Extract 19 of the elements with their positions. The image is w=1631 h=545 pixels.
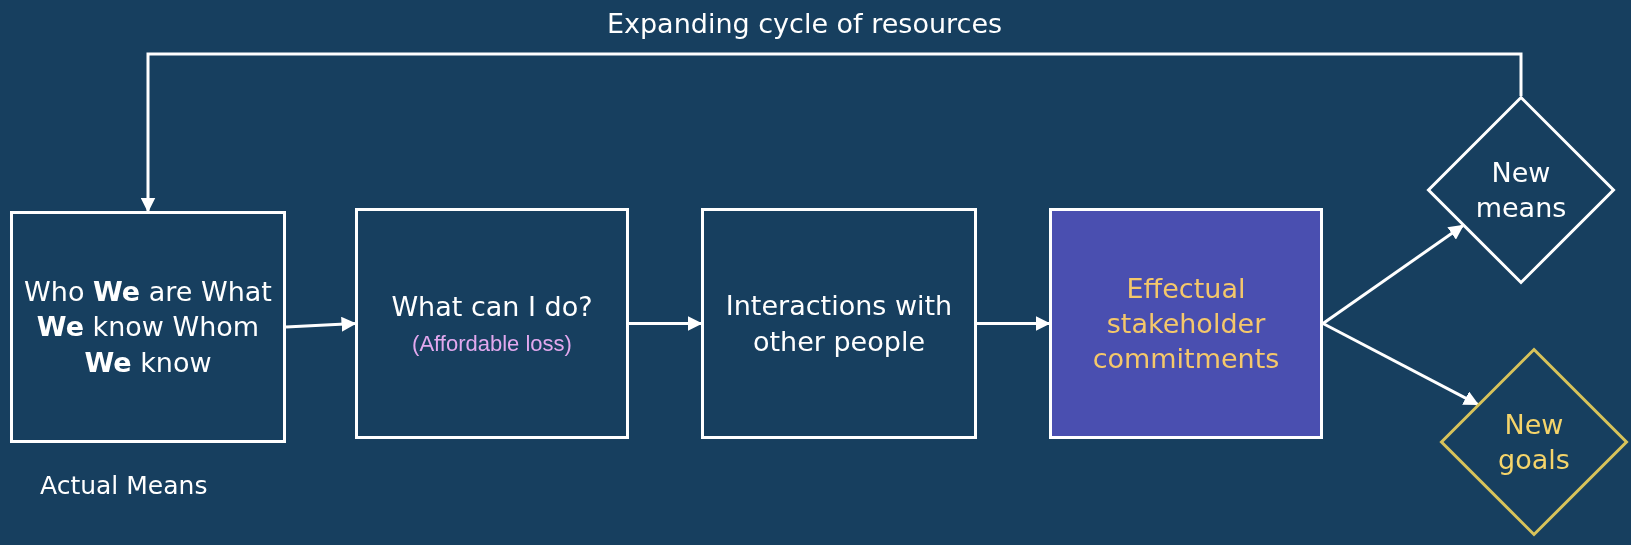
arrow	[1322, 322, 1479, 406]
arrow	[1322, 224, 1464, 325]
caption-text: Actual Means	[40, 471, 208, 500]
arrow	[285, 316, 357, 332]
arrow	[140, 52, 1523, 213]
arrow	[977, 316, 1051, 331]
node-text: Effectual stakeholder commitments	[1091, 271, 1281, 377]
process-box	[701, 208, 977, 439]
process-box	[355, 208, 629, 439]
node-text: What can I do?	[391, 289, 593, 324]
arrow	[629, 316, 703, 331]
note-text: (Affordable loss)	[412, 329, 572, 358]
node-text: Who We are What We know Whom We know	[23, 275, 273, 380]
edge-label: Expanding cycle of resources	[606, 8, 1003, 39]
process-box	[10, 211, 286, 443]
node-text: Interactions with other people	[724, 289, 954, 359]
process-box	[1049, 208, 1323, 439]
node-text: New means	[1474, 155, 1568, 225]
node-text: New goals	[1497, 407, 1571, 477]
